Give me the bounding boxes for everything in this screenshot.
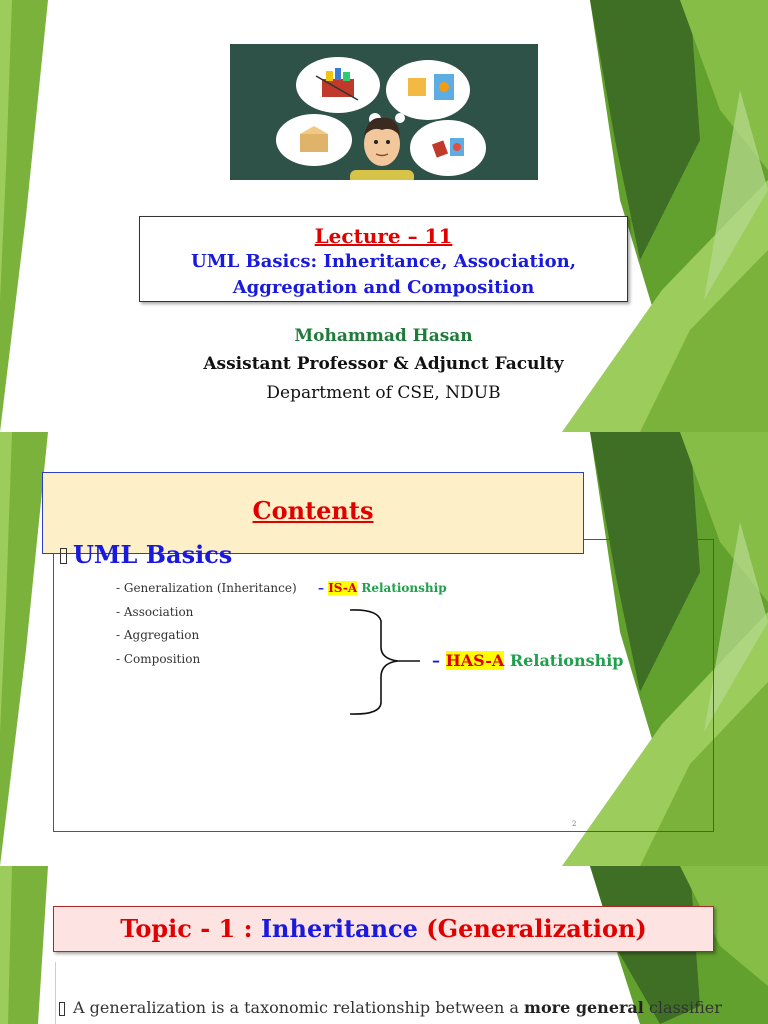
- is-a-prefix: –: [318, 581, 329, 595]
- contents-item-association: - Association: [116, 605, 194, 619]
- curly-brace-icon: [349, 609, 420, 715]
- is-a-relationship: Relationship: [357, 581, 447, 595]
- author-name: Mohammad Hasan: [294, 326, 473, 346]
- lecture-title-box: Lecture – 11 UML Basics: Inheritance, As…: [139, 216, 628, 302]
- has-a-prefix: –: [432, 651, 446, 670]
- bullet-icon: [60, 548, 67, 564]
- contents-slide: Contents UML Basics - Generalization (In…: [0, 432, 768, 866]
- uml-basics-heading: UML Basics: [73, 540, 233, 569]
- divider: [55, 962, 56, 1024]
- generalization-definition: A generalization is a taxonomic relation…: [73, 998, 722, 1017]
- definition-start: A generalization is a taxonomic relation…: [73, 998, 525, 1017]
- topic-prefix: Topic - 1 :: [120, 914, 261, 943]
- inheritance-slide: Topic - 1 : Inheritance (Generalization)…: [0, 866, 768, 1024]
- is-a-tag: IS-A: [328, 581, 358, 595]
- hero-illustration: [230, 44, 538, 180]
- has-a-label: – HAS-A Relationship: [432, 651, 623, 670]
- title-slide: Lecture – 11 UML Basics: Inheritance, As…: [0, 0, 768, 432]
- lecture-number: Lecture – 11: [314, 224, 453, 248]
- has-a-tag: HAS-A: [445, 651, 505, 670]
- definition-end: classifier: [643, 998, 722, 1017]
- contents-item-generalization: - Generalization (Inheritance): [116, 581, 297, 595]
- contents-item-aggregation: - Aggregation: [116, 628, 200, 642]
- author-position: Assistant Professor & Adjunct Faculty: [203, 354, 564, 374]
- contents-title-box: [42, 472, 584, 554]
- bullet-icon: [59, 1002, 65, 1016]
- topic-suffix: (Generalization): [417, 914, 647, 943]
- topic-main: Inheritance: [260, 914, 418, 943]
- contents-heading: Contents: [252, 496, 374, 525]
- lecture-subtitle-line1: UML Basics: Inheritance, Association,: [191, 251, 576, 272]
- definition-bold: more general: [524, 998, 644, 1017]
- green-decoration: [0, 432, 768, 866]
- lecture-subtitle-line2: Aggregation and Composition: [232, 277, 535, 298]
- person-icon: [350, 117, 414, 180]
- basket-icon: [296, 57, 380, 113]
- slide-number: 2: [572, 820, 577, 828]
- author-department: Department of CSE, NDUB: [266, 383, 501, 403]
- box-icon: [276, 114, 352, 166]
- has-a-relationship: Relationship: [504, 651, 624, 670]
- is-a-label: – IS-A Relationship: [318, 581, 447, 595]
- green-decoration: [0, 0, 768, 432]
- product-pack-icon: [386, 60, 470, 120]
- contents-item-composition: - Composition: [116, 652, 201, 666]
- thought-bubble-icon: [410, 120, 486, 176]
- topic-title-box: Topic - 1 : Inheritance (Generalization): [53, 906, 714, 952]
